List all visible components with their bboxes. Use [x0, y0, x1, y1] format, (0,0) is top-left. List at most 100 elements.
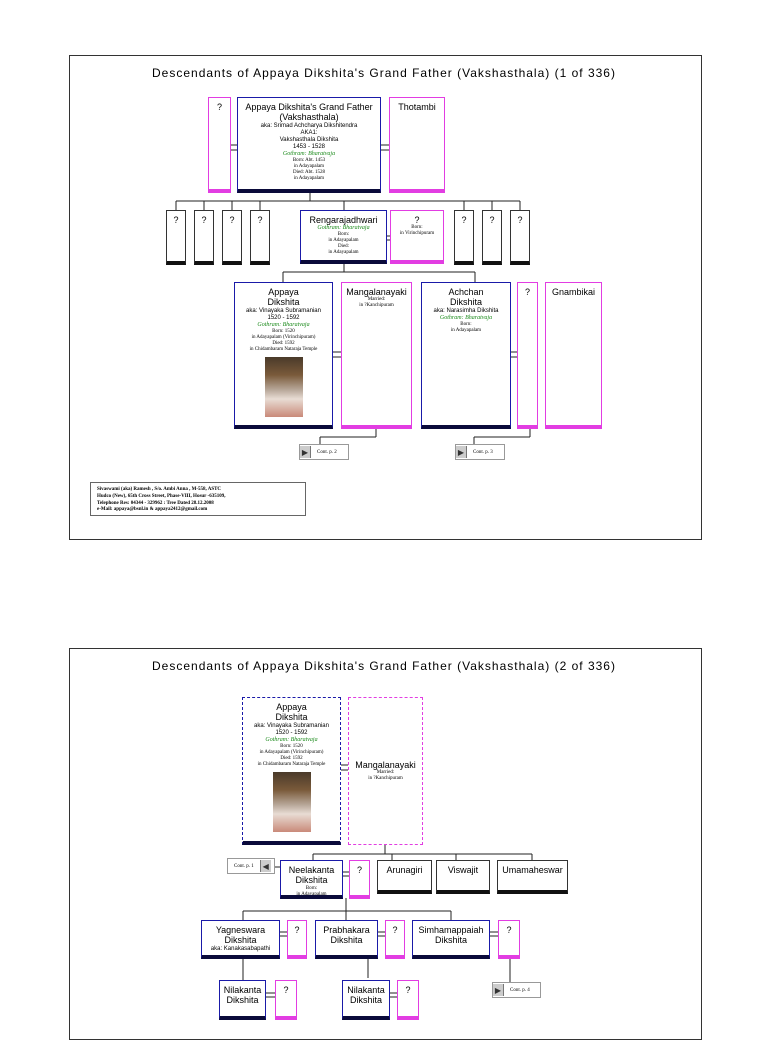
person-name: ?: [414, 215, 420, 225]
person-born: Born: 1520: [280, 743, 303, 749]
person-born-place: in Adayapalam: [296, 891, 327, 897]
person-aka: aka: Kanakasabapathi: [210, 945, 271, 952]
person-born-place: in Adayapalam (Virinchipuram): [259, 749, 324, 755]
person-name: Arunagiri: [386, 865, 423, 875]
person-died-place: in Adayapalam: [293, 176, 325, 182]
continue-page-2-link[interactable]: ▶ Cont. p. 2: [299, 444, 349, 460]
footer-line: Sivaswami (aka) Ramesh , S/o. Ambi Anna …: [97, 487, 222, 492]
continue-page-4-link[interactable]: ▶ Cont. p. 4: [492, 982, 541, 998]
person-married: Married:: [367, 297, 386, 303]
arrow-right-icon: ▶: [300, 446, 311, 458]
person-died: Died: Abt. 1528: [292, 170, 326, 176]
person-born-place: in Virinchipuram: [399, 231, 435, 237]
person-name: ?: [356, 865, 362, 875]
person-name-first: Achchan: [448, 287, 484, 297]
person-card-mangalanayaki[interactable]: Mangalanayaki Married: in ?Kanchipuram: [341, 282, 412, 429]
person-name: ?: [506, 925, 512, 935]
person-married: Married:: [376, 770, 395, 776]
person-card-prabhakara-spouse[interactable]: ?: [385, 920, 405, 959]
person-card-appaya-dikshita[interactable]: Appaya Dikshita aka: Vinayaka Subramania…: [242, 697, 341, 845]
continue-page-3-link[interactable]: ▶ Cont. p. 3: [455, 444, 505, 460]
child-card-unknown[interactable]: ?: [250, 210, 270, 265]
person-years: 1453 - 1528: [292, 144, 326, 151]
child-card-unknown[interactable]: ?: [482, 210, 502, 265]
person-card-achchan-spouse[interactable]: ?: [517, 282, 538, 429]
person-years: 1520 - 1592: [275, 729, 308, 736]
child-card-unknown[interactable]: ?: [194, 210, 214, 265]
person-born: Born:: [337, 232, 350, 238]
person-gothram: Gothram: Bharatvaja: [257, 322, 310, 329]
person-card-neelakanta-spouse[interactable]: ?: [349, 860, 370, 899]
person-died: Died: 1592: [280, 755, 303, 761]
person-name-first: Appaya: [268, 287, 299, 297]
continue-label: Cont. p. 4: [510, 987, 530, 993]
person-born-place: in Adayapalam: [328, 238, 359, 244]
footer-line: Hudco (New), 65th Cross Street, Phase-VI…: [97, 493, 226, 499]
person-card-thotambi[interactable]: Thotambi: [389, 97, 445, 193]
person-name-first: Nilakanta: [347, 985, 385, 995]
person-name: Viswajit: [447, 865, 479, 875]
person-card-rengarajadhwari[interactable]: Rengarajadhwari Gothram: Bharatvaja Born…: [300, 210, 387, 264]
arrow-right-icon: ▶: [493, 984, 504, 996]
child-card-unknown[interactable]: ?: [454, 210, 474, 265]
child-card-unknown[interactable]: ?: [222, 210, 242, 265]
person-card-viswajit[interactable]: Viswajit: [436, 860, 490, 894]
person-aka: aka: Narasimha Dikshita: [433, 307, 499, 314]
child-card-unknown[interactable]: ?: [166, 210, 186, 265]
unknown-spouse-left[interactable]: ?: [208, 97, 231, 193]
person-card-nilakanta-dikshita-2[interactable]: Nilakanta Dikshita: [342, 980, 390, 1020]
portrait-photo: [272, 771, 311, 832]
person-card-appaya-dikshita[interactable]: Appaya Dikshita aka: Vinayaka Subramania…: [234, 282, 333, 429]
person-card-simhamappaiah-dikshita[interactable]: Simhamappaiah Dikshita: [412, 920, 490, 959]
person-name-last: Dikshita: [224, 935, 257, 946]
page-1-title: Descendants of Appaya Dikshita's Grand F…: [152, 66, 616, 80]
person-card-gnambikai[interactable]: Gnambikai: [545, 282, 602, 429]
person-card-arunagiri[interactable]: Arunagiri: [377, 860, 432, 894]
person-name: ?: [201, 215, 207, 225]
person-died-place: in Chidambaram Nataraja Temple: [257, 761, 326, 767]
person-years: 1520 - 1592: [267, 314, 300, 321]
person-card-nilakanta-dikshita-1[interactable]: Nilakanta Dikshita: [219, 980, 266, 1020]
person-married-place: in ?Kanchipuram: [368, 776, 403, 782]
person-card-nilakanta-1-spouse[interactable]: ?: [275, 980, 297, 1020]
footer-line: Telephone Res: 04344 - 329962 : Tree Dat…: [97, 500, 214, 506]
person-gothram: Gothram: Bharatvaja: [317, 225, 370, 232]
person-name-first: Simhamappaiah: [418, 925, 484, 935]
person-card-prabhakara-dikshita[interactable]: Prabhakara Dikshita: [315, 920, 378, 959]
child-card-unknown[interactable]: ?: [510, 210, 530, 265]
person-card-simhamappaiah-spouse[interactable]: ?: [498, 920, 520, 959]
person-card-umamaheswar[interactable]: Umamaheswar: [497, 860, 568, 894]
person-name-last: Dikshita: [449, 297, 482, 308]
person-gothram: Gothram: Bharatvaja: [282, 151, 336, 158]
person-card-grandfather[interactable]: Appaya Dikshita's Grand Father (Vakshast…: [237, 97, 381, 193]
person-card-mangalanayaki[interactable]: Mangalanayaki Married: in ?Kanchipuram: [348, 697, 423, 845]
person-died: Died:: [337, 244, 350, 250]
person-born: Born:: [411, 225, 423, 231]
continue-page-1-link[interactable]: Cont. p. 1 ◀: [227, 858, 275, 874]
person-married-place: in ?Kanchipuram: [359, 303, 394, 309]
person-name: ?: [173, 215, 179, 225]
person-name-first: Nilakanta: [223, 985, 262, 995]
person-name: Mangalanayaki: [355, 760, 416, 770]
person-aka2: Vakshasthala Dikshita: [279, 137, 339, 144]
person-name-last: Dikshita: [226, 995, 259, 1006]
person-card-yagneswara-spouse[interactable]: ?: [287, 920, 307, 959]
person-name: Gnambikai: [551, 287, 596, 297]
person-born: Born: Abt. 1453: [292, 158, 326, 164]
continue-label: Cont. p. 3: [473, 449, 493, 455]
person-card-nilakanta-2-spouse[interactable]: ?: [397, 980, 419, 1020]
person-name-last: Dikshita: [349, 995, 382, 1006]
person-card-rengaraja-spouse[interactable]: ? Born: in Virinchipuram: [390, 210, 444, 264]
person-name-first: Neelakanta: [288, 865, 335, 875]
person-born-place: in Adayapalam: [450, 327, 482, 333]
person-card-achchan-dikshita[interactable]: Achchan Dikshita aka: Narasimha Dikshita…: [421, 282, 511, 429]
page-2-title: Descendants of Appaya Dikshita's Grand F…: [152, 659, 616, 673]
person-card-neelakanta-dikshita[interactable]: Neelakanta Dikshita Born: in Adayapalam: [280, 860, 343, 899]
person-name-first: Appaya: [276, 702, 307, 712]
person-name: ?: [283, 985, 289, 995]
person-card-yagneswara-dikshita[interactable]: Yagneswara Dikshita aka: Kanakasabapathi: [201, 920, 280, 959]
continue-label: Cont. p. 1: [234, 863, 254, 869]
person-name-last: Dikshita: [330, 935, 363, 946]
